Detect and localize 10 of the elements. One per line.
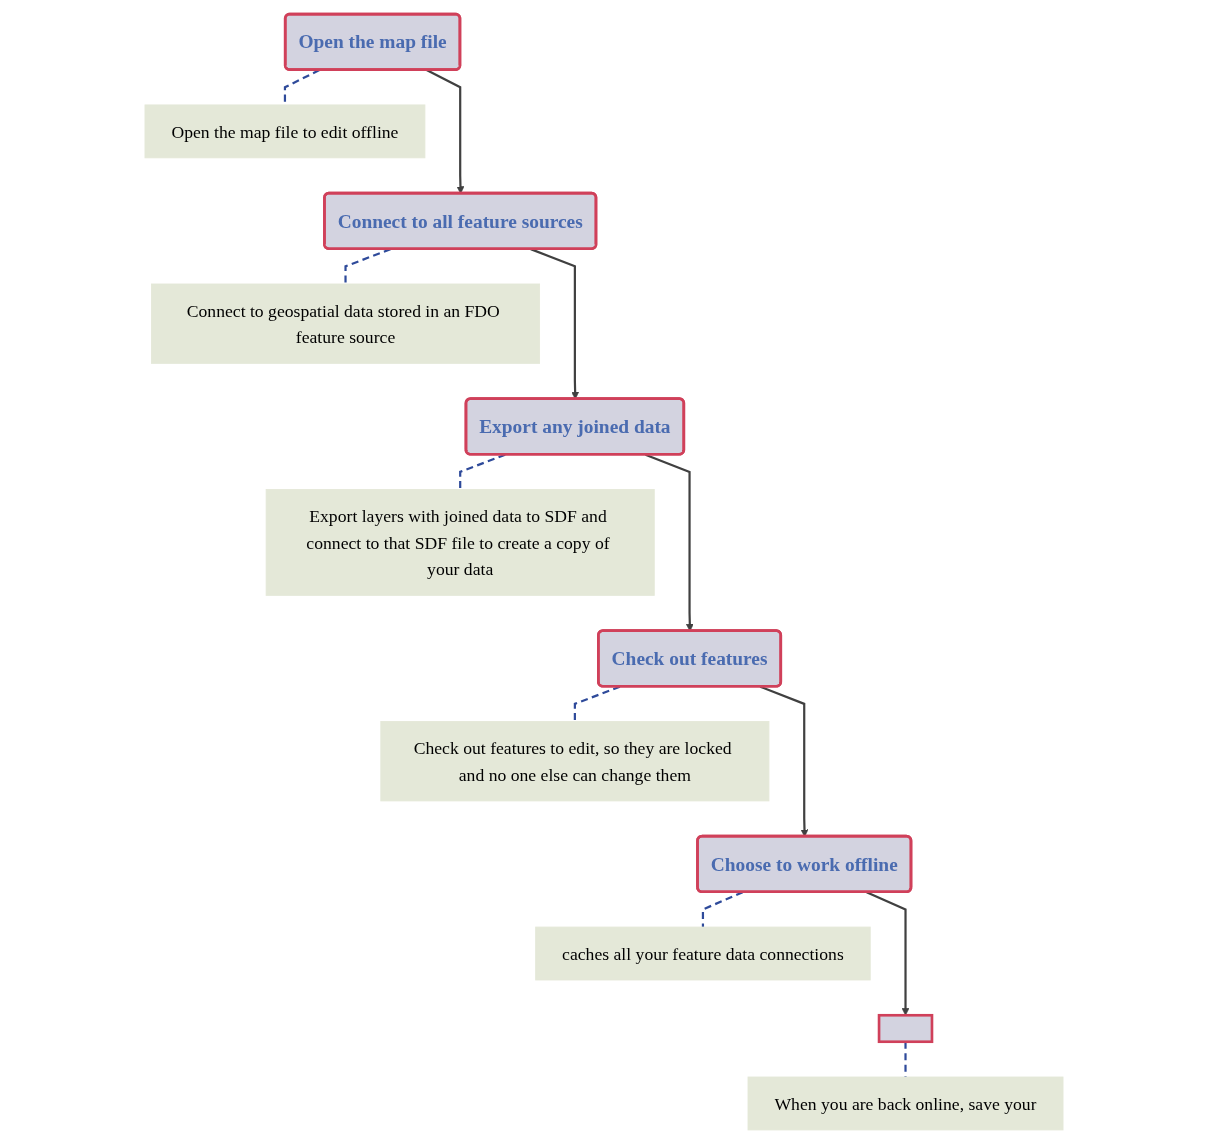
node-box: When you are back online, save your (747, 1076, 1063, 1130)
connector (573, 685, 620, 721)
node-box: Check out features to edit, so they are locked and no one else can change them (379, 720, 769, 801)
arrow (644, 453, 694, 631)
node-box (877, 1013, 933, 1043)
node-box: caches all your feature data connections (534, 926, 871, 980)
connector (458, 453, 506, 489)
node-box: Open the map file to edit offline (144, 104, 425, 158)
node-box: Export layers with joined data to SDF and connect to that SDF file to create a copy of your data (265, 488, 655, 596)
node-box: Connect to geospatial data stored in an FDO feature source (150, 283, 540, 364)
